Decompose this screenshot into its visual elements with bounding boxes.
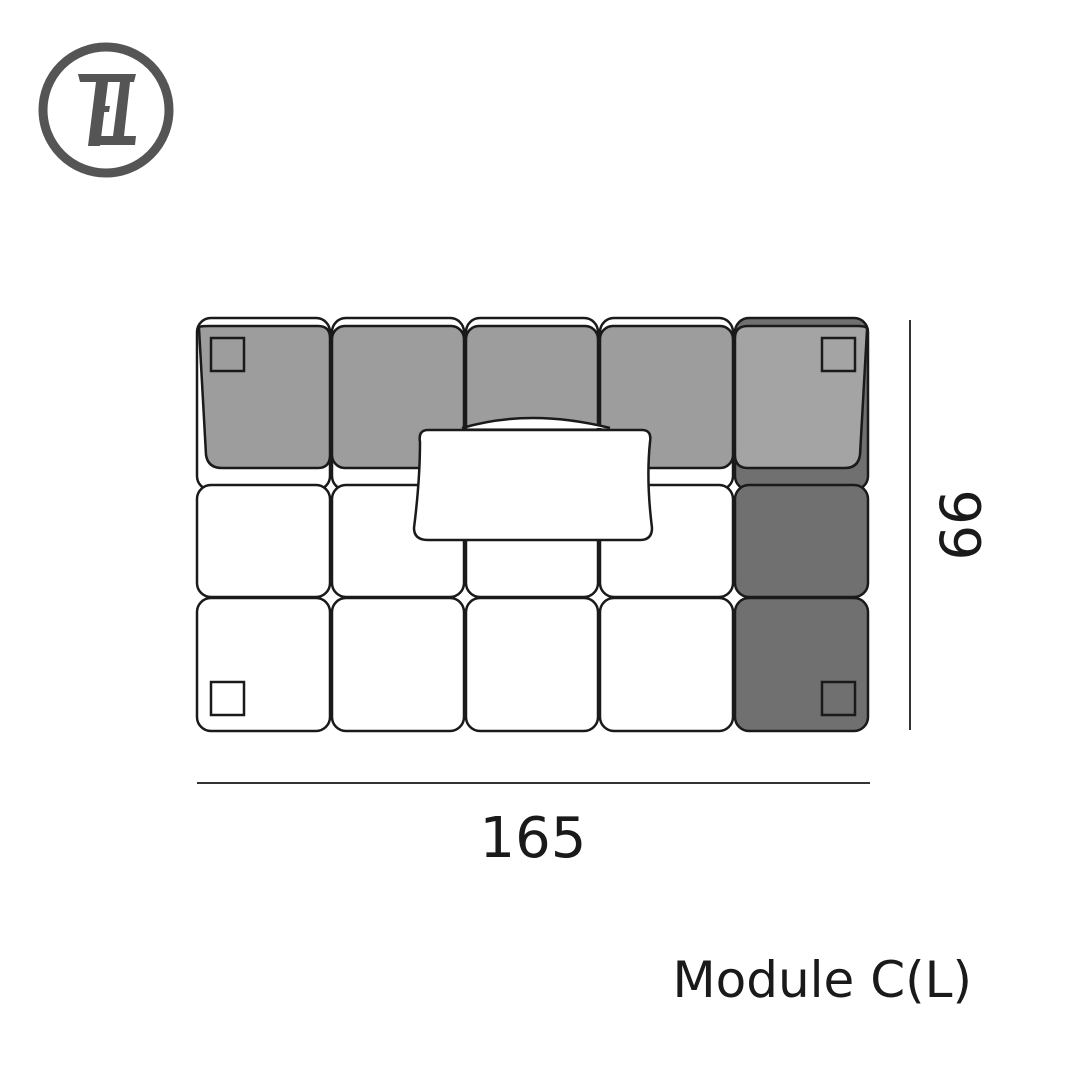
width-label: 165: [480, 806, 587, 871]
brand-logo: [38, 42, 174, 178]
depth-dimension: 99: [909, 320, 991, 730]
corner-markers: [209, 336, 857, 717]
module-caption: Module C(L): [673, 951, 973, 1009]
sofa-module: [195, 316, 870, 733]
depth-label: 99: [926, 489, 991, 560]
throw-pillow: [412, 416, 654, 542]
width-dimension: 165: [197, 782, 870, 871]
